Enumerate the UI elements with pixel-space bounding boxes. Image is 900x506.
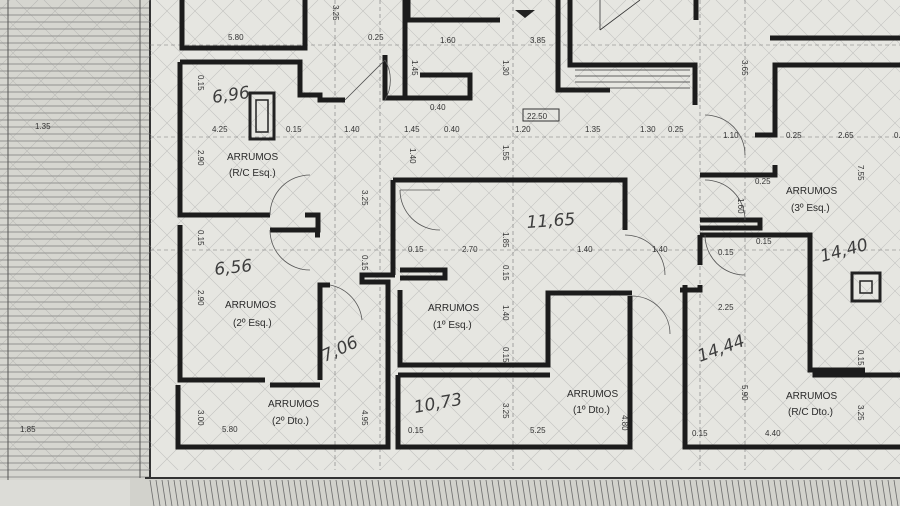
dimension-label: 1.45	[404, 125, 420, 134]
room-label-1-esq: ARRUMOS	[428, 303, 479, 314]
dimension-labels: 5.80 0.25 1.60 3.85 3.25 3.65 1.45 1.30 0.15 0.40…	[20, 5, 900, 438]
dimension-label: 0.25	[368, 33, 384, 42]
dimension-label: 0.25	[755, 177, 771, 186]
dimension-label: 0.15	[196, 230, 205, 246]
dimension-label: 1.40	[408, 148, 417, 164]
dimension-label: 5.90	[740, 385, 749, 401]
dimension-label: 0.15	[756, 237, 772, 246]
dimension-label: 1.85	[20, 425, 36, 434]
dimension-label: 0.15	[408, 245, 424, 254]
room-labels: ARRUMOS (R/C Esq.) ARRUMOS (2º Esq.) ARR…	[225, 152, 837, 427]
dimension-label: 4.25	[212, 125, 228, 134]
dimension-label: 1.10	[723, 131, 739, 140]
dimension-label: 1.60	[440, 36, 456, 45]
dimension-label: 0.15	[718, 248, 734, 257]
room-sub-rc-esq: (R/C Esq.)	[229, 168, 276, 179]
dimension-label: 2.90	[196, 150, 205, 166]
dimension-label: 4.80	[620, 415, 629, 431]
dimension-label: 0.40	[430, 103, 446, 112]
left-hatch-area	[0, 0, 151, 480]
walls	[175, 0, 900, 450]
room-sub-2-esq: (2º Esq.)	[233, 318, 272, 329]
room-label-2-dto: ARRUMOS	[268, 399, 319, 410]
room-label-rc-esq: ARRUMOS	[227, 152, 278, 163]
dimension-label: 1.35	[585, 125, 601, 134]
dimension-label: 3.25	[856, 405, 865, 421]
dimension-label: 1.40	[577, 245, 593, 254]
dimension-label: 0.15	[408, 426, 424, 435]
dimension-label: 5.25	[530, 426, 546, 435]
dimension-label: 1.20	[515, 125, 531, 134]
dimension-label: 0.15	[286, 125, 302, 134]
dimension-label: 2.90	[196, 290, 205, 306]
dimension-label: 3.85	[530, 36, 546, 45]
room-sub-1-dto: (1º Dto.)	[573, 405, 610, 416]
room-label-2-esq: ARRUMOS	[225, 300, 276, 311]
dimension-label: 5.80	[228, 33, 244, 42]
dimension-label: 0.15	[894, 131, 900, 140]
area-2-esq: 6,56	[213, 256, 253, 280]
dimension-label: 1.45	[410, 60, 419, 76]
dimension-label: 1.40	[344, 125, 360, 134]
room-sub-rc-dto: (R/C Dto.)	[788, 407, 833, 418]
dimension-label: 0.15	[692, 429, 708, 438]
dimension-label: 1.60	[736, 198, 745, 214]
dimension-label: 2.25	[718, 303, 734, 312]
center-box-label: 22.50	[527, 112, 548, 121]
room-sub-3-esq: (3º Esq.)	[791, 203, 830, 214]
room-label-3-esq: ARRUMOS	[786, 186, 837, 197]
dimension-label: 4.95	[360, 410, 369, 426]
dimension-label: 1.35	[35, 122, 51, 131]
dimension-label: 7.55	[856, 165, 865, 181]
dimension-label: 0.25	[786, 131, 802, 140]
dimension-label: 1.40	[652, 245, 668, 254]
dimension-label: 1.30	[640, 125, 656, 134]
dimension-label: 1.40	[501, 305, 510, 321]
fixtures	[248, 91, 882, 303]
dimension-label: 0.15	[501, 347, 510, 363]
room-label-1-dto: ARRUMOS	[567, 389, 618, 400]
dimension-label: 5.80	[222, 425, 238, 434]
dimension-label: 3.25	[501, 403, 510, 419]
bottom-hatch-area	[130, 477, 900, 506]
room-sub-2-dto: (2º Dto.)	[272, 416, 309, 427]
area-1-esq: 11,65	[526, 210, 576, 233]
dimension-label: 3.00	[196, 410, 205, 426]
dimension-label: 0.15	[360, 255, 369, 271]
room-sub-1-esq: (1º Esq.)	[433, 320, 472, 331]
dimension-label: 1.85	[501, 232, 510, 248]
dimension-label: 4.40	[765, 429, 781, 438]
dimension-label: 0.40	[444, 125, 460, 134]
dimension-label: 3.65	[740, 60, 749, 76]
dimension-label: 3.25	[331, 5, 340, 21]
dimension-label: 2.65	[838, 131, 854, 140]
dimension-label: 0.15	[856, 350, 865, 366]
dimension-label: 2.70	[462, 245, 478, 254]
dimension-label: 1.30	[501, 60, 510, 76]
dimension-label: 3.25	[360, 190, 369, 206]
stairs	[515, 0, 690, 89]
door-swings	[269, 59, 746, 335]
dimension-label: 0.25	[668, 125, 684, 134]
dimension-label: 0.15	[196, 75, 205, 91]
room-label-rc-dto: ARRUMOS	[786, 391, 837, 402]
dimension-label: 0.15	[501, 265, 510, 281]
dimension-label: 1.55	[501, 145, 510, 161]
